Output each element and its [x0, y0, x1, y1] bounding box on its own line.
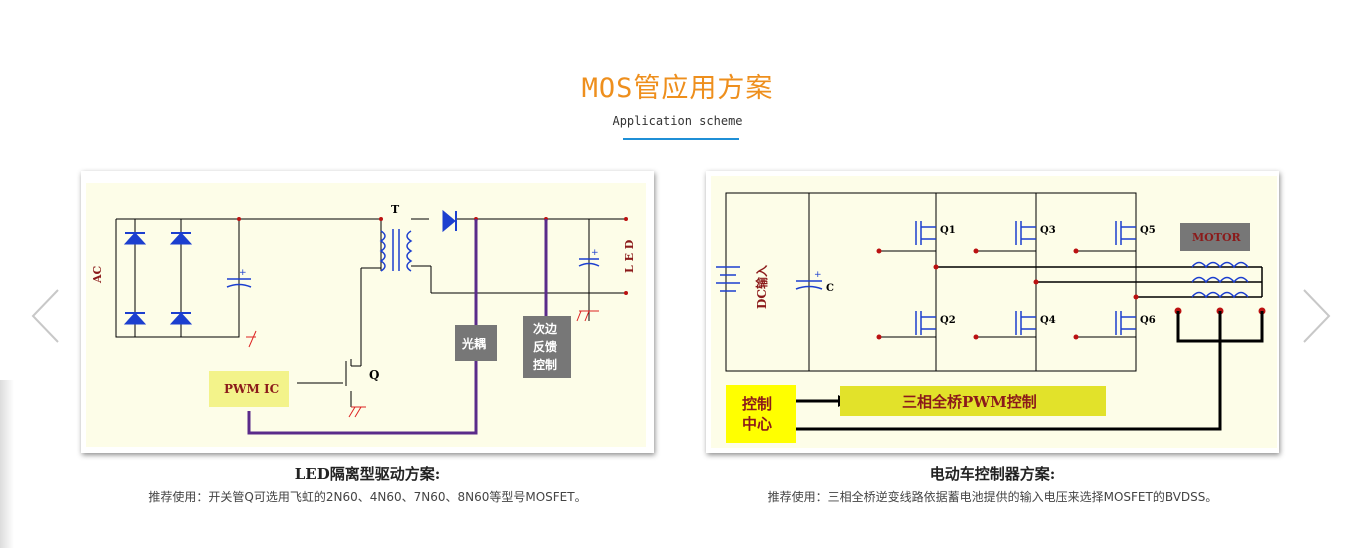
feedback-label-line1: 次边: [533, 321, 558, 336]
control-center-line2: 中心: [742, 415, 772, 433]
section-title: MOS管应用方案: [581, 73, 774, 104]
title-underline: [623, 138, 739, 140]
led-label: L E D: [623, 239, 636, 273]
ac-label: AC: [91, 265, 104, 284]
feedback-label-line2: 反馈: [533, 339, 557, 354]
cap-plus-label: +: [814, 270, 822, 280]
card-title-ev: 电动车控制器方案:: [929, 465, 1056, 483]
section-subtitle: Application scheme: [612, 114, 743, 128]
motor-label: MOTOR: [1192, 231, 1242, 244]
q6-label: Q6: [1140, 315, 1156, 326]
led-cap-plus-label: +: [591, 248, 599, 258]
card-description-ev: 推荐使用：三相全桥逆变线路依据蓄电池提供的输入电压来选择MOSFET的BVDSS…: [767, 490, 1218, 504]
carousel-prev-button[interactable]: [28, 286, 62, 346]
carousel-next-button[interactable]: [1300, 286, 1334, 346]
ev-controller-circuit-diagram: DC输入 C + Q1 Q3 Q5 Q2 Q4 Q6 MOTOR 控制 中心 三…: [711, 176, 1277, 448]
solution-card-led[interactable]: AC T L E D PWM IC Q 光耦 次边 反馈 控制 + +: [81, 171, 654, 453]
left-edge-shadow: [0, 380, 14, 548]
solution-card-ev[interactable]: DC输入 C + Q1 Q3 Q5 Q2 Q4 Q6 MOTOR 控制 中心 三…: [706, 171, 1279, 453]
transformer-label: T: [391, 203, 400, 216]
card-title-led: LED隔离型驱动方案:: [294, 465, 441, 483]
q1-label: Q1: [940, 225, 956, 236]
capacitor-c-label: C: [826, 283, 834, 294]
pwm-control-label: 三相全桥PWM控制: [902, 393, 1037, 411]
q3-label: Q3: [1040, 225, 1056, 236]
dc-input-label: DC输入: [754, 265, 769, 309]
led-driver-circuit-diagram: AC T L E D PWM IC Q 光耦 次边 反馈 控制 + +: [86, 183, 646, 447]
pwm-ic-label: PWM IC: [224, 382, 279, 396]
q5-label: Q5: [1140, 225, 1156, 236]
chevron-left-icon: [31, 289, 59, 343]
mosfet-q-label: Q: [369, 368, 379, 382]
q4-label: Q4: [1040, 315, 1056, 326]
cap-plus-label: +: [239, 268, 247, 278]
chevron-right-icon: [1303, 289, 1331, 343]
optocoupler-label: 光耦: [461, 336, 486, 351]
card-description-led: 推荐使用：开关管Q可选用飞虹的2N60、4N60、7N60、8N60等型号MOS…: [148, 490, 587, 504]
q2-label: Q2: [940, 315, 956, 326]
feedback-label-line3: 控制: [533, 357, 557, 372]
control-center-line1: 控制: [742, 395, 772, 413]
